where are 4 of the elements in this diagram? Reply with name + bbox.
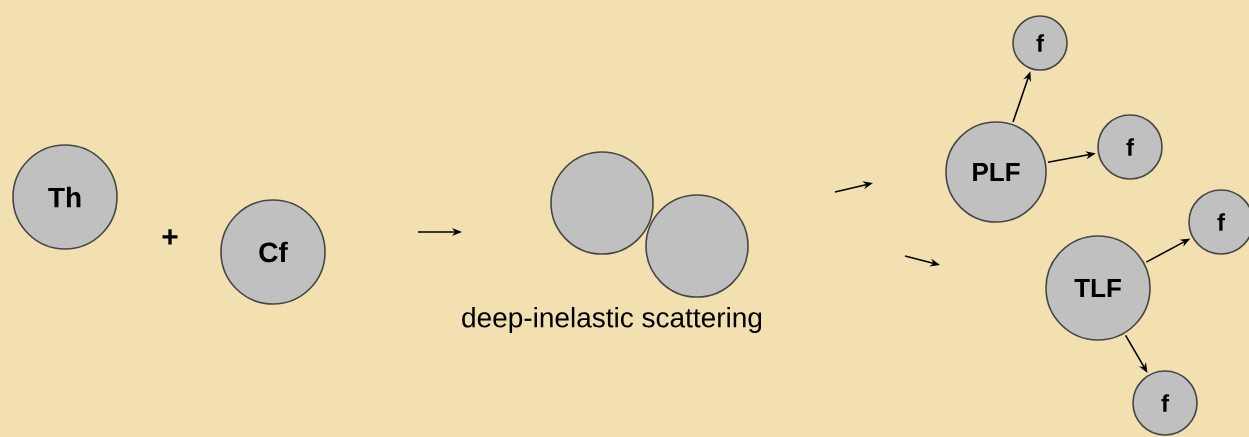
nucleus-circle [645,194,749,298]
caption-text: deep-inelastic scattering [462,306,762,334]
plus-sign: + [162,229,178,245]
nucleus-circle [550,151,654,255]
